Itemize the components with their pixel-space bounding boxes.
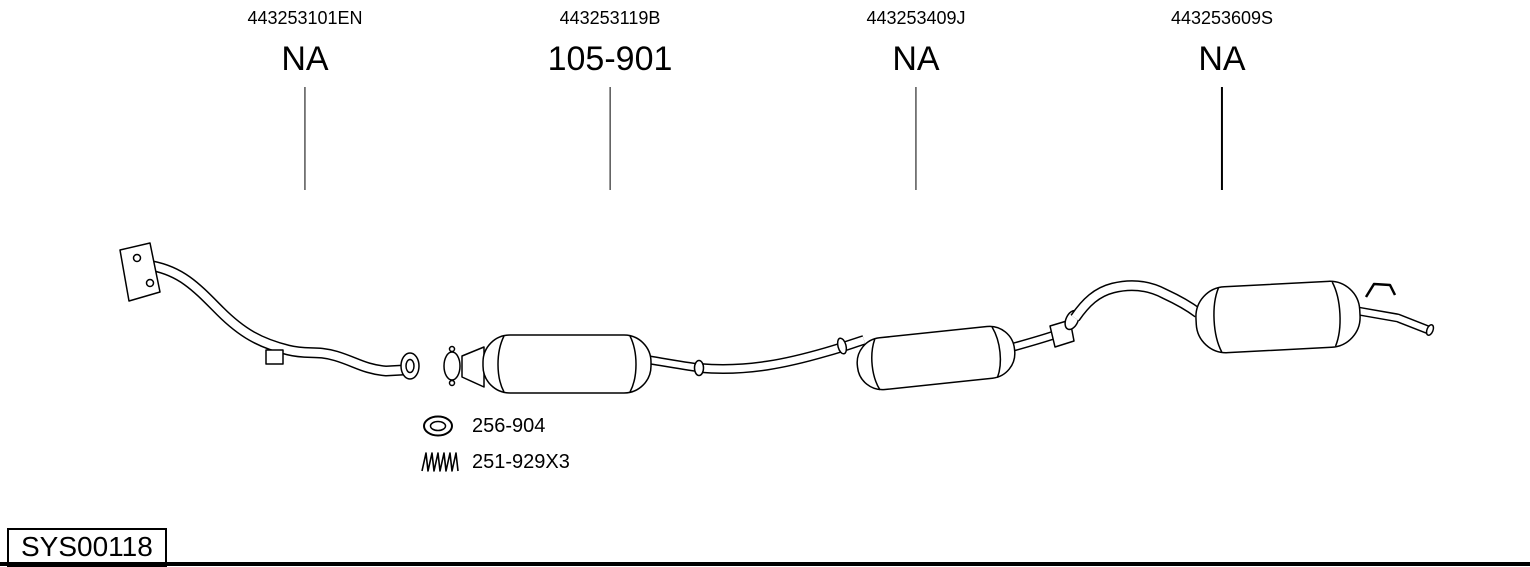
part-column-3: 443253409J NA [866, 8, 966, 190]
gasket-icon [423, 415, 453, 437]
front-silencer-drawing [443, 334, 701, 394]
oem-number: 443253609S [1170, 8, 1274, 28]
part-number: NA [281, 40, 329, 78]
leader-line [304, 87, 306, 190]
part-column-1: 443253101EN NA [247, 8, 363, 190]
center-muffler-drawing [693, 319, 1075, 391]
accessory-part-number: 256-904 [472, 415, 546, 437]
part-column-2: 443253119B 105-901 [547, 8, 673, 190]
accessory-part-number: 251-929X3 [472, 451, 570, 473]
leader-line [609, 87, 611, 190]
part-number: NA [1198, 40, 1246, 78]
part-column-4: 443253609S NA [1171, 8, 1273, 190]
system-id: SYS00118 [21, 531, 153, 562]
oem-number: 443253101EN [247, 8, 363, 28]
leader-line [1221, 87, 1223, 190]
part-number: NA [892, 40, 940, 78]
bottom-rule [0, 562, 1530, 566]
rear-silencer-drawing [1064, 280, 1435, 354]
oem-number: 443253409J [866, 8, 966, 28]
front-pipe-drawing [119, 242, 420, 380]
leader-line [915, 87, 917, 190]
part-number: 105-901 [547, 40, 673, 78]
oem-number: 443253119B [559, 8, 661, 28]
spring-icon [421, 452, 459, 472]
